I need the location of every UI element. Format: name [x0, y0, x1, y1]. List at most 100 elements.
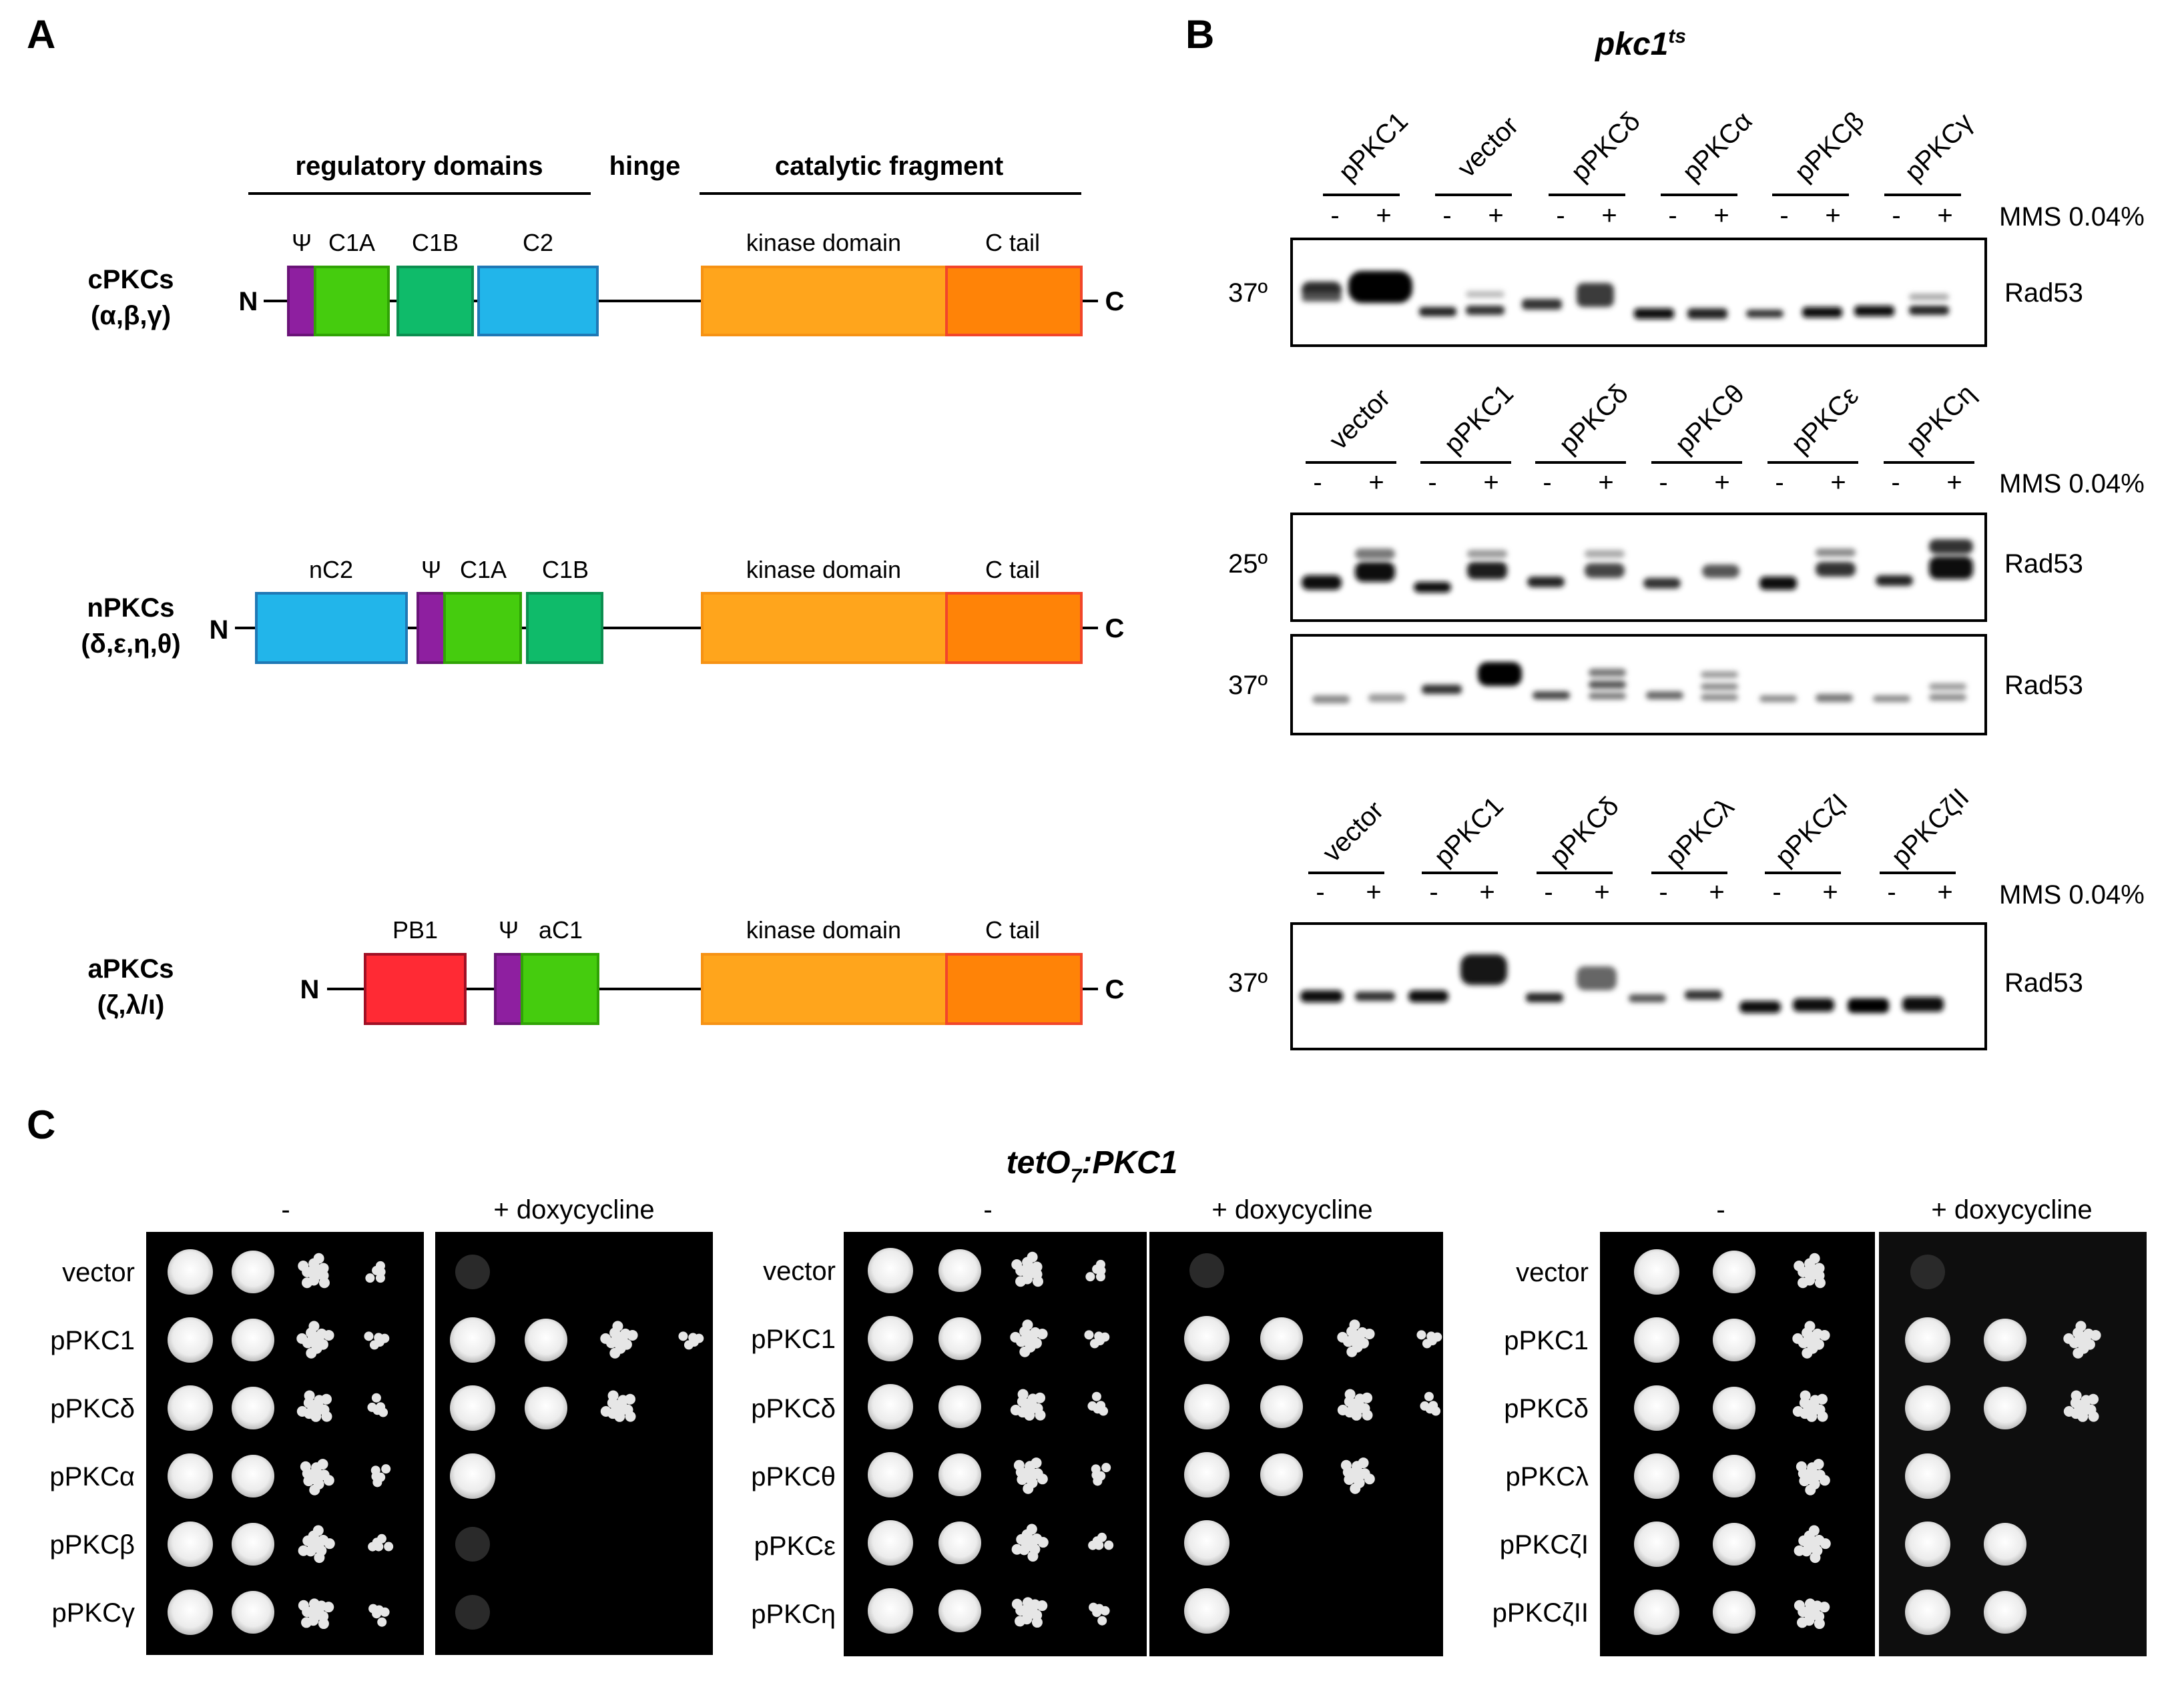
apkc-kinase-domain — [701, 953, 948, 1025]
yeast-colonies — [1089, 1602, 1110, 1626]
yeast-spot — [868, 1452, 913, 1497]
strain-label: pPKCθ — [751, 1462, 836, 1491]
yeast-spot — [450, 1453, 495, 1499]
yeast-colonies — [1011, 1597, 1048, 1628]
yeast-colony — [1019, 1346, 1031, 1357]
rad53-label: Rad53 — [2004, 968, 2083, 998]
yeast-colony — [367, 1402, 377, 1412]
yeast-colony — [1104, 1540, 1114, 1550]
yeast-spot — [1634, 1453, 1679, 1499]
yeast-colony — [324, 1538, 335, 1550]
yeast-colony — [684, 1340, 694, 1350]
condition-dox: + doxycycline — [493, 1195, 654, 1225]
npkc-members: (δ,ε,η,θ) — [81, 629, 180, 659]
lane-label: vector — [1317, 795, 1389, 868]
strain-label: pPKCδ — [50, 1394, 135, 1423]
yeast-colonies — [1794, 1598, 1830, 1630]
rad53-bands — [1302, 271, 1949, 319]
mms-label: MMS 0.04% — [1999, 880, 2145, 910]
yeast-colony — [2071, 1390, 2082, 1401]
yeast-colonies — [1011, 1251, 1043, 1287]
lane-label: pPKCη — [1900, 379, 1981, 460]
yeast-colony — [609, 1347, 621, 1359]
npkc-ctail-domain — [945, 592, 1083, 664]
yeast-spot — [232, 1591, 274, 1634]
yeast-colony — [371, 1393, 381, 1403]
mms-minus: - — [1659, 468, 1667, 497]
yeast-colony — [314, 1552, 325, 1564]
strain-label: pPKC1 — [751, 1325, 836, 1354]
npkc-n-terminus: N — [210, 615, 229, 645]
apkc-pb1-domain — [364, 953, 467, 1025]
mms-minus: - — [1887, 878, 1896, 907]
blot-group-2-treatment-row: -+ -+ -+ -+ -+ -+ — [1313, 468, 1962, 497]
yeast-colonies — [1337, 1319, 1375, 1357]
apkc-kinase-label: kinase domain — [746, 916, 901, 944]
yeast-colony — [377, 1617, 387, 1627]
yeast-colonies — [1011, 1524, 1049, 1562]
yeast-colony — [1097, 1616, 1107, 1626]
yeast-colony — [296, 1333, 308, 1344]
plate-image-dox — [435, 1232, 713, 1655]
mms-minus: - — [1544, 878, 1553, 907]
lane-label: pPKCβ — [1789, 106, 1870, 187]
lane-label: pPKCζII — [1886, 783, 1974, 872]
yeast-colony — [368, 1542, 378, 1552]
spots-dox — [1184, 1253, 1442, 1634]
yeast-colony — [318, 1277, 330, 1289]
temperature-label: 37º — [1228, 671, 1268, 700]
yeast-colony — [1011, 1544, 1023, 1555]
yeast-colony — [1101, 1463, 1111, 1473]
yeast-colony — [310, 1411, 322, 1422]
lane-label: pPKCθ — [1669, 379, 1750, 460]
yeast-colony — [1010, 1405, 1021, 1416]
yeast-spot — [938, 1590, 981, 1632]
yeast-colonies — [298, 1598, 334, 1630]
yeast-colony — [368, 1604, 378, 1614]
yeast-colony — [1035, 1392, 1046, 1403]
yeast-colonies — [370, 1464, 391, 1487]
yeast-spot — [1634, 1590, 1679, 1635]
yeast-colony — [1358, 1337, 1369, 1349]
condition-no-dox: - — [281, 1195, 290, 1225]
cpkc-psi-domain — [287, 266, 316, 336]
cpkc-c1a-domain — [314, 266, 390, 336]
yeast-colony — [1796, 1461, 1807, 1472]
apkc-row: aPKCs (ζ,λ/ι) N PB1 Ψ aC1 kinase domain … — [88, 916, 1124, 1025]
yeast-spot — [1260, 1453, 1303, 1496]
apkc-psi-label: Ψ — [499, 916, 519, 944]
yeast-spot — [1634, 1317, 1679, 1363]
yeast-colony — [1088, 1540, 1098, 1550]
yeast-colony — [1100, 1606, 1110, 1616]
hinge-header: hinge — [609, 151, 681, 181]
yeast-colony — [1362, 1409, 1373, 1421]
lane-label: vector — [1452, 111, 1524, 183]
yeast-colonies — [600, 1390, 636, 1422]
lane-label: pPKCγ — [1899, 107, 1978, 187]
western-blot-panel — [1290, 513, 1987, 622]
yeast-colony — [1364, 1328, 1375, 1339]
yeast-colony — [1015, 1276, 1027, 1287]
cpkc-c1a-label: C1A — [328, 229, 375, 256]
yeast-colony — [1344, 1389, 1356, 1400]
mms-minus: - — [1429, 878, 1438, 907]
yeast-colony — [1422, 1339, 1432, 1349]
mms-minus: - — [1892, 201, 1900, 230]
yeast-spot — [1713, 1523, 1755, 1566]
yeast-colony — [378, 1407, 388, 1417]
yeast-spot — [1634, 1385, 1679, 1431]
yeast-colony — [1022, 1597, 1033, 1608]
yeast-colony — [600, 1406, 611, 1417]
yeast-colony — [1093, 1476, 1103, 1486]
cpkc-row: cPKCs (α,β,γ) N Ψ C1A C1B C2 kinase doma… — [88, 229, 1124, 336]
yeast-colony — [1804, 1321, 1816, 1332]
strain-label: pPKCζI — [1500, 1530, 1589, 1560]
yeast-colony — [1035, 1409, 1046, 1421]
yeast-colony — [1432, 1332, 1442, 1342]
yeast-colony — [304, 1390, 315, 1401]
mms-minus: - — [1313, 468, 1322, 497]
cpkc-c1b-domain — [396, 266, 474, 336]
yeast-colonies — [1087, 1391, 1109, 1416]
mms-plus: + — [1483, 468, 1498, 497]
yeast-spot — [168, 1249, 213, 1295]
